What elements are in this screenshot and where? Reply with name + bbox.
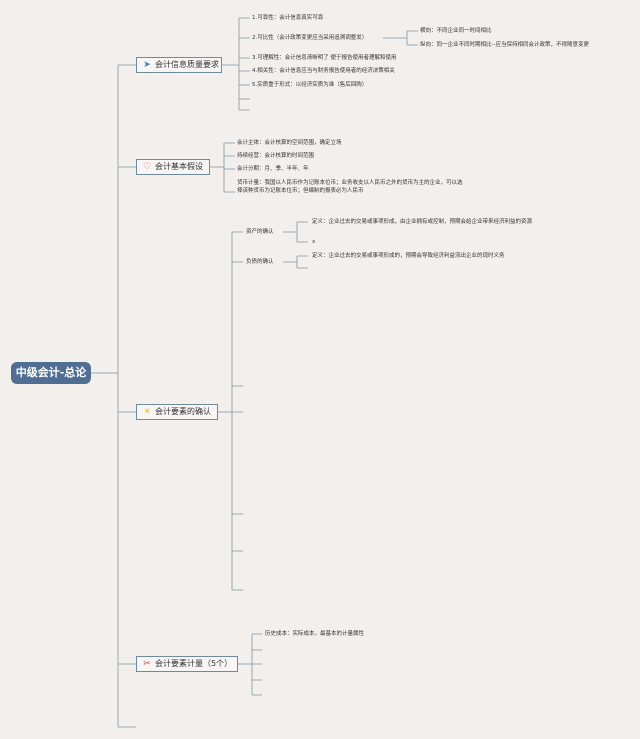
heart-icon: ♡ bbox=[142, 162, 152, 172]
node-comparability[interactable]: 2.可比性（会计政策变更应当采用追溯调整发） bbox=[252, 35, 368, 41]
node-liability-definition[interactable]: 定义：企业过去的交易或事项形成的，预期会导致经济利益流出企业的现时义务 bbox=[312, 253, 505, 259]
node-monetary-measurement[interactable]: 货币计量：我国以人民币作为记账本位币；业务收支以人民币之外的货币为主的企业，可以… bbox=[237, 180, 463, 194]
node-relevance[interactable]: 4.相关性：会计信息应当与财务报告使用者的经济决策相关 bbox=[252, 68, 395, 74]
branch-quality-label: 会计信息质量要求 bbox=[155, 60, 219, 69]
node-accounting-entity[interactable]: 会计主体：会计核算的空间范围，确定立场 bbox=[237, 140, 342, 146]
node-substance-over-form[interactable]: 5.实质重于形式：以经济实质为准（售后回购） bbox=[252, 82, 368, 88]
node-understandability[interactable]: 3.可理解性：会计信息清晰明了 便于报告使用者理解和使用 bbox=[252, 55, 397, 61]
paper-plane-icon: ➤ bbox=[143, 60, 151, 70]
branch-recognition-label: 会计要素的确认 bbox=[155, 407, 211, 416]
node-accounting-periods[interactable]: 会计分期：月、季、半年、年 bbox=[237, 166, 309, 172]
branch-quality-requirements[interactable]: ➤ 会计信息质量要求 bbox=[136, 57, 222, 73]
branch-assumptions-label: 会计基本假设 bbox=[155, 162, 203, 171]
node-horizontal-comparison[interactable]: 横向：不同企业同一时间相比 bbox=[420, 28, 492, 34]
branch-element-recognition[interactable]: ☀会计要素的确认 bbox=[136, 404, 218, 420]
node-asset-definition[interactable]: 定义：企业过去的交易或事项形成，由企业拥有或控制，预期会给企业带来经济利益的资源 bbox=[312, 219, 533, 225]
tools-icon: ✂ bbox=[143, 659, 151, 669]
root-topic[interactable]: 中级会计-总论 bbox=[11, 362, 91, 384]
node-going-concern[interactable]: 持续经营：会计核算的时间范围 bbox=[237, 153, 315, 159]
node-reliability[interactable]: 1.可靠性：会计信息真实可靠 bbox=[252, 15, 324, 21]
branch-measurement-label: 会计要素计量（5个） bbox=[155, 659, 233, 668]
bulb-icon: ☀ bbox=[142, 407, 152, 417]
node-historical-cost[interactable]: 历史成本：实际成本，最基本的计量属性 bbox=[265, 631, 365, 637]
node-vertical-comparison[interactable]: 纵向：同一企业不同时期相比--应当保持相同会计政策，不得随意变更 bbox=[420, 42, 589, 48]
node-liability-recognition[interactable]: 负债的确认 bbox=[246, 259, 274, 265]
branch-basic-assumptions[interactable]: ♡会计基本假设 bbox=[136, 159, 210, 175]
node-asset-recognition[interactable]: 资产的确认 bbox=[246, 229, 274, 235]
node-asset-x[interactable]: x bbox=[312, 239, 316, 245]
branch-element-measurement[interactable]: ✂ 会计要素计量（5个） bbox=[136, 656, 238, 672]
